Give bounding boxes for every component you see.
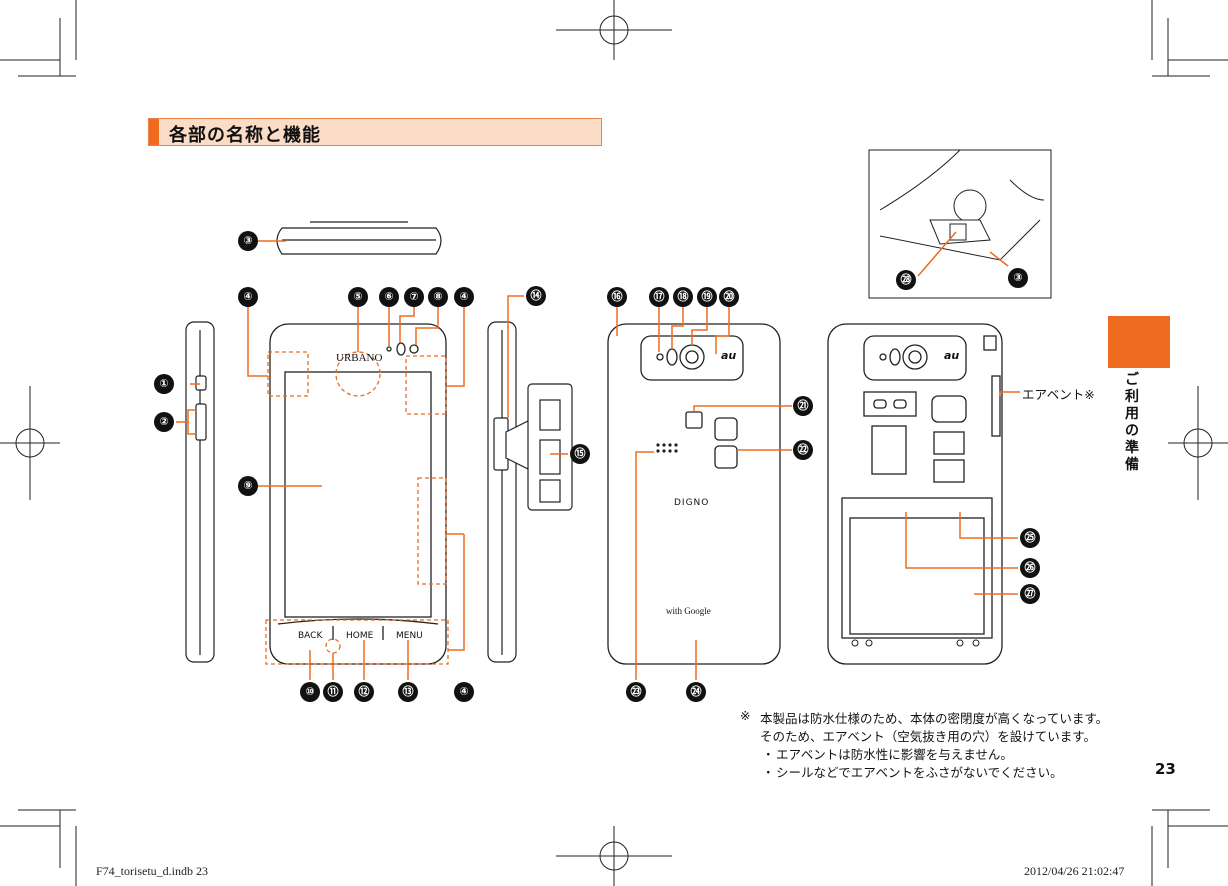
side-tab-label: ご利用の準備 (1125, 372, 1139, 473)
note-line-1: 本製品は防水仕様のため、本体の密閉度が高くなっています。 (760, 711, 1109, 726)
carrier-logo-inside: au (944, 349, 960, 362)
callout-12: ⑫ (354, 682, 374, 702)
menu-key-label: MENU (396, 631, 423, 641)
callout-18: ⑱ (673, 287, 693, 307)
callout-4-b: ④ (454, 287, 474, 307)
callout-5: ⑤ (348, 287, 368, 307)
google-logo: with Google (666, 606, 711, 616)
note-item-2: シールなどでエアベントをふさがないでください。 (776, 765, 1063, 780)
note-item-1: エアベントは防水性に影響を与えません。 (776, 747, 1013, 762)
callout-27: ㉗ (1020, 584, 1040, 604)
front-brand: URBANO (336, 352, 383, 364)
back-brand: DIGNO (674, 498, 710, 508)
side-tab-marker (1108, 316, 1170, 368)
page-number: 23 (1155, 760, 1176, 778)
section-title: 各部の名称と機能 (169, 125, 321, 146)
callout-7: ⑦ (404, 287, 424, 307)
callout-4-a: ④ (238, 287, 258, 307)
note-bullet-1: ・ (762, 747, 775, 762)
note-bullet-2: ・ (762, 765, 775, 780)
note-line-2: そのため、エアベント（空気抜き用の穴）を設けています。 (760, 729, 1097, 744)
footer-date: 2012/04/26 21:02:47 (1024, 864, 1125, 878)
callout-25: ㉕ (1020, 528, 1040, 548)
title-accent (149, 119, 159, 145)
callout-21: ㉑ (793, 396, 813, 416)
callout-19: ⑲ (697, 287, 717, 307)
callout-17: ⑰ (649, 287, 669, 307)
callout-24: ㉔ (686, 682, 706, 702)
carrier-logo-back: au (721, 349, 737, 362)
callout-3-inset: ③ (1008, 268, 1028, 288)
section-title-bar: 各部の名称と機能 (148, 118, 602, 146)
callout-9: ⑨ (238, 476, 258, 496)
callout-20: ⑳ (719, 287, 739, 307)
air-vent-label: エアベント※ (1022, 387, 1095, 402)
callout-15: ⑮ (570, 444, 590, 464)
callout-1: ① (154, 374, 174, 394)
footer-file: F74_torisetu_d.indb 23 (96, 864, 209, 878)
callout-26: ㉖ (1020, 558, 1040, 578)
callout-6: ⑥ (379, 287, 399, 307)
callout-14: ⑭ (526, 286, 546, 306)
back-key-label: BACK (298, 631, 323, 641)
callout-23: ㉓ (626, 682, 646, 702)
callout-11: ⑪ (323, 682, 343, 702)
note-mark: ※ (740, 708, 751, 723)
callout-10: ⑩ (300, 682, 320, 702)
callout-8: ⑧ (428, 287, 448, 307)
callout-16: ⑯ (607, 287, 627, 307)
callout-13: ⑬ (398, 682, 418, 702)
callout-28: ㉘ (896, 270, 916, 290)
callout-4-c: ④ (454, 682, 474, 702)
callout-22: ㉒ (793, 440, 813, 460)
callout-2: ② (154, 412, 174, 432)
home-key-label: HOME (346, 631, 374, 641)
callout-3-top: ③ (238, 231, 258, 251)
